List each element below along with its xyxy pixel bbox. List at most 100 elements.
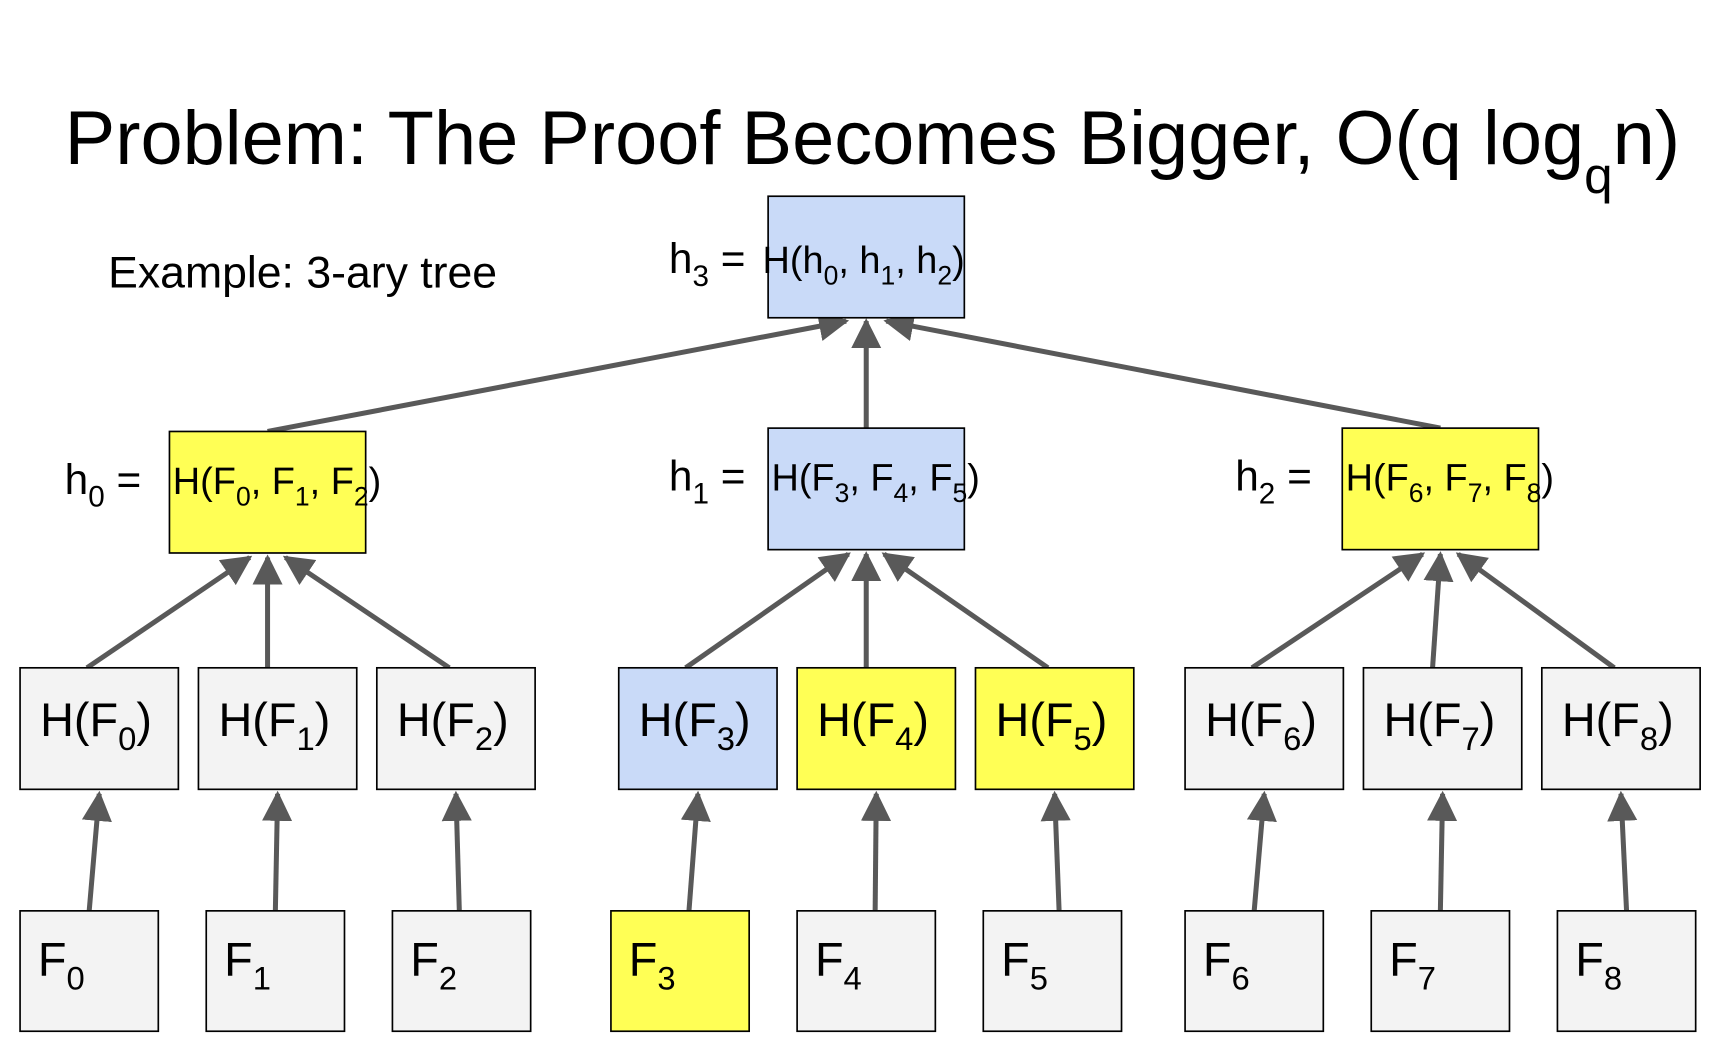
- slide-title: Problem: The Proof Becomes Bigger, O(q l…: [65, 96, 1680, 204]
- hash-label-3: H(F3): [639, 694, 751, 757]
- hash-node-8[interactable]: H(F8): [1540, 666, 1701, 791]
- hash-label-4: H(F4): [817, 694, 929, 757]
- label-subscript: 0: [88, 481, 105, 514]
- node-h0-box: [168, 430, 367, 554]
- label-subscript: 4: [895, 720, 913, 757]
- label-text: , F: [251, 461, 295, 503]
- hash-label-6: H(F6): [1205, 694, 1317, 757]
- file-node-2-box: [391, 910, 532, 1033]
- hash-node-1[interactable]: H(F1): [197, 666, 358, 791]
- label-subscript: 8: [1640, 720, 1658, 757]
- file-label-4: F4: [815, 934, 862, 997]
- hash-node-2[interactable]: H(F2): [375, 666, 536, 791]
- nodes: h3 = H(h0, h1, h2)h0 = H(F0, F1, F2)h1 =…: [19, 195, 1701, 1033]
- file-node-7[interactable]: F7: [1370, 910, 1511, 1033]
- label-text: H(h: [763, 240, 824, 282]
- label-text: =: [709, 235, 746, 282]
- label-subscript: 0: [236, 481, 251, 511]
- file-node-8[interactable]: F8: [1556, 910, 1697, 1033]
- hash-node-3[interactable]: H(F3): [617, 666, 778, 791]
- node-h2[interactable]: h2 = H(F6, F7, F8): [1235, 427, 1554, 551]
- label-subscript: 4: [844, 960, 862, 997]
- file-node-0[interactable]: F0: [19, 910, 160, 1033]
- edges: [81, 311, 1638, 912]
- arrow: [684, 552, 851, 670]
- file-node-6[interactable]: F6: [1184, 910, 1325, 1033]
- label-subscript: 7: [1468, 478, 1483, 508]
- label-text: , F: [1424, 458, 1468, 500]
- label-text: , h: [838, 240, 880, 282]
- hash-node-4[interactable]: H(F4): [796, 666, 957, 791]
- label-text: H(F: [1562, 694, 1640, 746]
- file-label-1: F1: [224, 934, 271, 997]
- file-node-4-box: [796, 910, 937, 1033]
- hash-label-0: H(F0): [40, 694, 152, 757]
- label-text: F: [629, 934, 658, 986]
- hash-node-7[interactable]: H(F7): [1362, 666, 1523, 791]
- label-text: F: [815, 934, 844, 986]
- file-label-8: F8: [1575, 934, 1622, 997]
- label-text: F: [410, 934, 439, 986]
- label-text: H(F: [219, 694, 297, 746]
- file-node-5-box: [982, 910, 1123, 1033]
- hash-node-8-box: [1540, 666, 1701, 791]
- file-node-7-box: [1370, 910, 1511, 1033]
- label-text: =: [1275, 453, 1312, 500]
- file-node-0-box: [19, 910, 160, 1033]
- arrow: [883, 311, 1441, 431]
- file-node-5[interactable]: F5: [982, 910, 1123, 1033]
- label-text: ): [913, 694, 929, 746]
- label-text: h: [65, 456, 89, 503]
- hash-node-6[interactable]: H(F6): [1184, 666, 1345, 791]
- hash-node-0[interactable]: H(F0): [19, 666, 180, 791]
- arrow: [1250, 552, 1426, 670]
- label-text: ): [952, 240, 965, 282]
- label-subscript: 2: [1259, 477, 1275, 510]
- label-text: F: [1001, 934, 1030, 986]
- hash-node-5[interactable]: H(F5): [974, 666, 1135, 791]
- hash-node-1-box: [197, 666, 358, 791]
- file-label-2: F2: [410, 934, 457, 997]
- file-node-4[interactable]: F4: [796, 910, 937, 1033]
- hash-label-1: H(F1): [219, 694, 331, 757]
- label-text: h: [669, 453, 693, 500]
- label-text: ): [136, 694, 152, 746]
- node-h0[interactable]: h0 = H(F0, F1, F2): [65, 430, 382, 554]
- label-subscript: 1: [253, 960, 271, 997]
- node-h2-box: [1341, 427, 1540, 551]
- arrow: [1427, 790, 1458, 911]
- label-text: =: [709, 453, 746, 500]
- node-h3[interactable]: h3 = H(h0, h1, h2): [669, 195, 966, 319]
- node-h1[interactable]: h1 = H(F3, F4, F5): [669, 427, 980, 551]
- label-subscript: 8: [1527, 478, 1542, 508]
- arrow: [860, 790, 892, 911]
- file-node-2[interactable]: F2: [391, 910, 532, 1033]
- label-subscript: 3: [657, 960, 675, 997]
- label-text: H(F: [996, 694, 1074, 746]
- node-h1-box: [767, 427, 966, 551]
- file-node-1[interactable]: F1: [205, 910, 346, 1033]
- label-text: , F: [1482, 458, 1526, 500]
- label-text: H(F: [1205, 694, 1283, 746]
- hash-node-4-box: [796, 666, 957, 791]
- label-text: H(F: [817, 694, 895, 746]
- label-text: H(F: [397, 694, 475, 746]
- label-text: , F: [310, 461, 354, 503]
- label-subscript: 3: [692, 260, 709, 293]
- label-subscript: 2: [354, 481, 369, 511]
- label-subscript: 2: [475, 720, 493, 757]
- hash-node-7-box: [1362, 666, 1523, 791]
- label-subscript: 3: [717, 720, 735, 757]
- node-h2-formula: H(F6, F7, F8): [1346, 458, 1554, 508]
- label-subscript: 6: [1409, 478, 1424, 508]
- file-node-3[interactable]: F3: [610, 910, 751, 1033]
- label-subscript: 5: [1074, 720, 1092, 757]
- label-text: , F: [849, 458, 893, 500]
- file-label-3: F3: [629, 934, 676, 997]
- label-text: , F: [908, 458, 952, 500]
- file-label-0: F0: [38, 934, 85, 997]
- label-subscript: 5: [953, 478, 968, 508]
- arrow: [1040, 790, 1071, 911]
- arrow: [1607, 790, 1638, 911]
- arrow: [1423, 551, 1454, 668]
